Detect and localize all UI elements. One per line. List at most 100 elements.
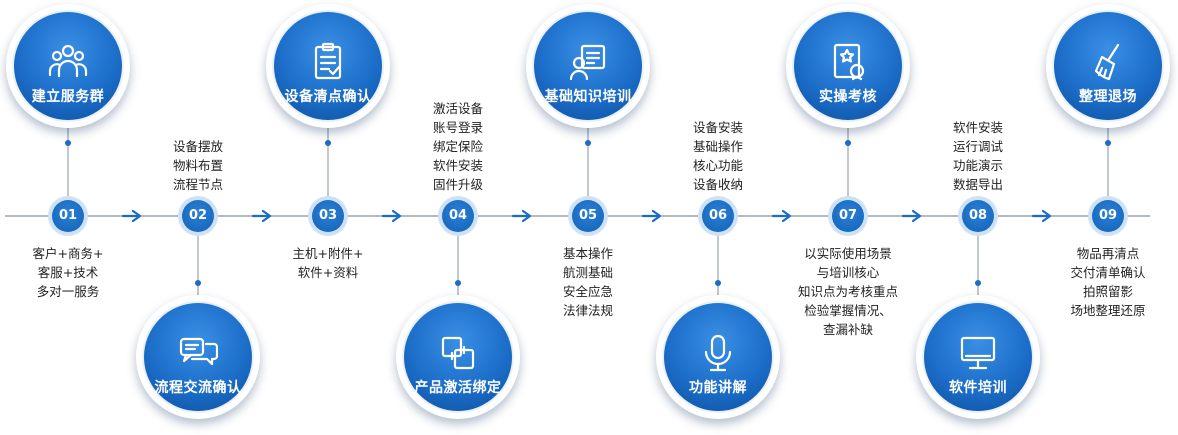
connector-dot (1105, 140, 1111, 146)
flow-arrow (511, 209, 532, 223)
note-line: 运行调试 (952, 139, 1003, 154)
note-line: 多对一服务 (36, 284, 100, 299)
note-line: 交付清单确认 (1070, 265, 1146, 280)
note-line: 物品再清点 (1076, 246, 1140, 261)
step-circle-03: 设备清点确认 (266, 4, 390, 128)
step-circle-inner: 软件培训 (922, 301, 1034, 413)
note-line: 知识点为考核重点 (797, 284, 898, 299)
note-line: 软件安装 (952, 120, 1003, 135)
step-circle-inner: 整理退场 (1052, 10, 1164, 122)
step-number: 01 (52, 200, 84, 232)
step-notes: 物品再清点交付清单确认拍照留影场地整理还原 (1043, 244, 1173, 320)
checklist-icon (314, 42, 342, 80)
step-notes: 客户+商务+ 客服+技术多对一服务 (3, 244, 133, 301)
connector-dot (325, 140, 331, 146)
broom-icon (1094, 43, 1120, 81)
flow-arrow (641, 209, 662, 223)
note-line: 激活设备 (432, 101, 483, 116)
step-number: 08 (962, 200, 994, 232)
note-line: 核心功能 (692, 158, 743, 173)
connector-dot (195, 280, 201, 286)
step-circle-08: 软件培训 (916, 295, 1040, 419)
step-circle-inner: 功能讲解 (662, 301, 774, 413)
note-line: 设备收纳 (692, 177, 743, 192)
step-title: 整理退场 (1079, 89, 1137, 105)
step-number: 07 (832, 200, 864, 232)
step-title: 功能讲解 (689, 380, 747, 396)
note-line: 物料布置 (172, 158, 223, 173)
note-line: 账号登录 (432, 120, 483, 135)
note-line: 数据导出 (952, 177, 1003, 192)
flow-arrow (1031, 209, 1052, 223)
step-title: 软件培训 (949, 380, 1007, 396)
chat-bubbles-icon (179, 337, 218, 366)
step-notes: 基本操作航测基础安全应急法律法规 (523, 244, 653, 320)
note-line: 功能演示 (952, 158, 1003, 173)
note-line: 基础操作 (692, 139, 743, 154)
monitor-icon (960, 336, 996, 370)
note-line: 场地整理还原 (1070, 303, 1146, 318)
note-line: 与培训核心 (816, 265, 880, 280)
note-line: 绑定保险 (432, 139, 483, 154)
note-line: 拍照留影 (1082, 284, 1133, 299)
note-line: 设备安装 (692, 120, 743, 135)
step-circle-inner: 产品激活绑定 (402, 301, 514, 413)
note-line: 设备摆放 (172, 139, 223, 154)
step-notes: 软件安装运行调试功能演示数据导出 (913, 118, 1043, 194)
step-circle-inner: 建立服务群 (12, 10, 124, 122)
step-notes: 设备摆放物料布置流程节点 (133, 137, 263, 194)
note-line: 固件升级 (432, 177, 483, 192)
note-line: 检验掌握情况、 (804, 303, 892, 318)
people-group-icon (48, 44, 88, 78)
connector-dot (585, 140, 591, 146)
step-notes: 激活设备账号登录绑定保险软件安装固件升级 (393, 99, 523, 194)
note-line: 安全应急 (562, 284, 613, 299)
flow-arrow (771, 209, 792, 223)
step-circle-inner: 基础知识培训 (532, 10, 644, 122)
microphone-icon (704, 334, 732, 372)
step-title: 产品激活绑定 (414, 380, 502, 396)
step-circle-02: 流程交流确认 (136, 295, 260, 419)
note-line: 查漏补缺 (822, 322, 873, 337)
connector-dot (455, 280, 461, 286)
note-line: 航测基础 (562, 265, 613, 280)
step-notes: 以实际使用场景与培训核心知识点为考核重点检验掌握情况、查漏补缺 (783, 244, 913, 339)
connector-dot (975, 280, 981, 286)
step-title: 设备清点确认 (284, 89, 372, 105)
connector-dot (845, 140, 851, 146)
step-circle-05: 基础知识培训 (526, 4, 650, 128)
note-line: 软件安装 (432, 158, 483, 173)
flow-arrow (381, 209, 402, 223)
step-circle-inner: 实操考核 (792, 10, 904, 122)
note-line: 流程节点 (172, 177, 223, 192)
step-notes: 设备安装基础操作核心功能设备收纳 (653, 118, 783, 194)
step-title: 实操考核 (819, 89, 877, 105)
step-title: 流程交流确认 (154, 380, 242, 396)
flow-arrow (251, 209, 272, 223)
step-number: 05 (572, 200, 604, 232)
step-number: 09 (1092, 200, 1124, 232)
step-circle-07: 实操考核 (786, 4, 910, 128)
note-line: 主机+附件+ (292, 246, 364, 261)
step-circle-01: 建立服务群 (6, 4, 130, 128)
step-circle-inner: 流程交流确认 (142, 301, 254, 413)
link-squares-icon (441, 336, 475, 370)
step-number: 04 (442, 200, 474, 232)
certificate-icon (833, 43, 865, 81)
connector-dot (715, 280, 721, 286)
step-number: 03 (312, 200, 344, 232)
note-line: 客户+商务+ (32, 246, 104, 261)
connector-dot (65, 140, 71, 146)
step-title: 建立服务群 (31, 89, 105, 105)
step-circle-06: 功能讲解 (656, 295, 780, 419)
trainer-board-icon (569, 44, 606, 81)
note-line: 软件+资料 (297, 265, 359, 280)
step-circle-09: 整理退场 (1046, 4, 1170, 128)
step-number: 02 (182, 200, 214, 232)
flow-arrow (121, 209, 142, 223)
note-line: 以实际使用场景 (804, 246, 892, 261)
step-circle-04: 产品激活绑定 (396, 295, 520, 419)
step-number: 06 (702, 200, 734, 232)
note-line: 客服+技术 (37, 265, 99, 280)
